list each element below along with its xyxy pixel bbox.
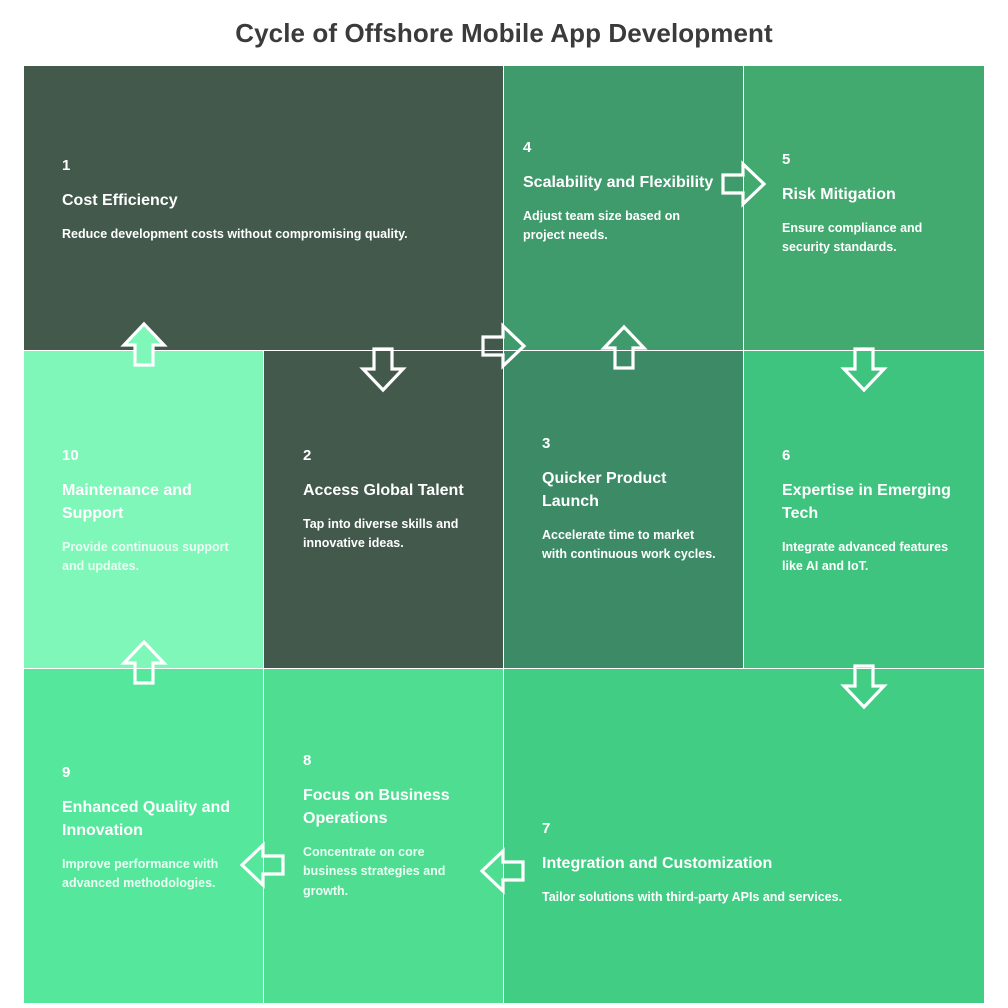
title-bar: Cycle of Offshore Mobile App Development <box>0 0 1008 66</box>
step-card-1[interactable]: 1 Cost Efficiency Reduce development cos… <box>24 66 503 350</box>
step-heading: Cost Efficiency <box>62 191 178 209</box>
step-heading: Quicker Product Launch <box>542 469 667 510</box>
step-card-6[interactable]: 6 Expertise in Emerging Tech Integrate a… <box>744 351 984 668</box>
step-heading: Enhanced Quality and Innovation <box>62 798 231 839</box>
step-card-5-content: 5 Risk Mitigation Ensure compliance and … <box>744 151 984 257</box>
step-description: Provide continuous support and updates. <box>62 539 229 574</box>
step-heading: Integration and Customization <box>542 854 773 872</box>
step-heading: Maintenance and Support <box>62 481 192 522</box>
step-description: Improve performance with advanced method… <box>62 856 219 891</box>
step-number: 7 <box>542 820 551 837</box>
step-card-9-content: 9 Enhanced Quality and Innovation Improv… <box>24 764 263 894</box>
step-card-8[interactable]: 8 Focus on Business Operations Concentra… <box>264 669 503 1003</box>
step-number: 8 <box>303 752 312 769</box>
step-card-1-content: 1 Cost Efficiency Reduce development cos… <box>24 157 503 244</box>
step-card-2-content: 2 Access Global Talent Tap into diverse … <box>264 447 503 553</box>
step-card-2[interactable]: 2 Access Global Talent Tap into diverse … <box>264 351 503 668</box>
step-card-3[interactable]: 3 Quicker Product Launch Accelerate time… <box>504 351 743 668</box>
cycle-grid: 1 Cost Efficiency Reduce development cos… <box>24 66 984 1003</box>
step-description: Tap into diverse skills and innovative i… <box>303 516 459 551</box>
step-heading: Scalability and Flexibility <box>523 173 714 191</box>
step-description: Tailor solutions with third-party APIs a… <box>542 889 843 904</box>
step-card-6-content: 6 Expertise in Emerging Tech Integrate a… <box>744 447 984 577</box>
step-card-10[interactable]: 10 Maintenance and Support Provide conti… <box>24 351 263 668</box>
step-heading: Focus on Business Operations <box>303 786 450 827</box>
step-description: Reduce development costs without comprom… <box>62 226 408 241</box>
step-card-7[interactable]: 7 Integration and Customization Tailor s… <box>504 669 984 1003</box>
step-card-10-content: 10 Maintenance and Support Provide conti… <box>24 447 263 577</box>
step-card-3-content: 3 Quicker Product Launch Accelerate time… <box>504 435 743 565</box>
step-description: Integrate advanced features like AI and … <box>782 539 949 574</box>
step-description: Ensure compliance and security standards… <box>782 220 923 255</box>
step-description: Adjust team size based on project needs. <box>523 208 680 243</box>
step-number: 6 <box>782 447 791 464</box>
step-number: 4 <box>523 139 532 156</box>
step-card-7-content: 7 Integration and Customization Tailor s… <box>504 820 984 907</box>
step-card-9[interactable]: 9 Enhanced Quality and Innovation Improv… <box>24 669 263 1003</box>
step-card-4-content: 4 Scalability and Flexibility Adjust tea… <box>504 139 743 245</box>
page-title: Cycle of Offshore Mobile App Development <box>235 17 773 48</box>
step-number: 10 <box>62 447 79 464</box>
step-heading: Expertise in Emerging Tech <box>782 481 951 522</box>
step-card-8-content: 8 Focus on Business Operations Concentra… <box>264 752 503 901</box>
step-heading: Access Global Talent <box>303 481 464 499</box>
step-card-4[interactable]: 4 Scalability and Flexibility Adjust tea… <box>504 66 743 350</box>
step-heading: Risk Mitigation <box>782 185 896 203</box>
step-number: 3 <box>542 435 551 452</box>
step-description: Concentrate on core business strategies … <box>303 844 446 898</box>
step-card-5[interactable]: 5 Risk Mitigation Ensure compliance and … <box>744 66 984 350</box>
step-number: 1 <box>62 157 71 174</box>
step-number: 2 <box>303 447 312 464</box>
step-description: Accelerate time to market with continuou… <box>542 527 716 562</box>
step-number: 9 <box>62 764 71 781</box>
step-number: 5 <box>782 151 791 168</box>
